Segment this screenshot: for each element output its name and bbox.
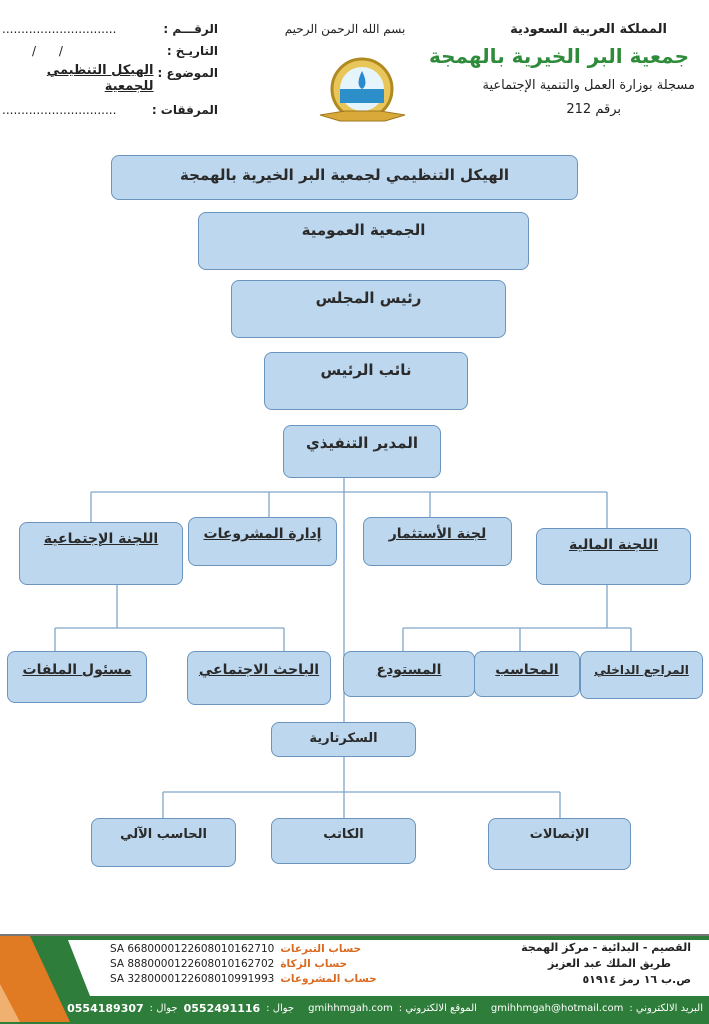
attachments-value: .............................. xyxy=(2,103,117,117)
account-label: حساب المشروعات xyxy=(280,973,377,985)
number-value: .............................. xyxy=(2,22,117,36)
org-name: جمعية البر الخيرية بالهمجة xyxy=(429,44,689,68)
warehouse-box: المستودع xyxy=(343,651,475,697)
account-label: حساب التبرعات xyxy=(280,943,362,955)
investment-committee-label: لجنة الأستثمار xyxy=(388,526,487,542)
website-label: الموقع الالكتروني : xyxy=(398,1003,477,1014)
communications-box: الإتصالات xyxy=(488,818,631,870)
address-line: ص.ب ١٦ رمز ٥١٩١٤ xyxy=(582,973,691,986)
vice-chairman-box: نائب الرئيس xyxy=(264,352,468,410)
number-label: الرقـــم : xyxy=(163,22,218,36)
account-iban: SA 6680000122608010162710 xyxy=(110,943,275,955)
number-row: الرقـــم : .............................… xyxy=(2,22,218,36)
chairman-label: رئيس المجلس xyxy=(315,289,422,307)
investment-committee-box: لجنة الأستثمار xyxy=(363,517,512,566)
registration-text: مسجلة بوزارة العمل والتنمية الإجتماعية xyxy=(482,78,696,93)
mobile-number-1: 0552491116 xyxy=(183,1002,261,1015)
address-line: طريق الملك عبد العزيز xyxy=(547,957,671,970)
subject-row: الموضوع : الهيكل التنظيمي للجمعية xyxy=(2,63,218,95)
projects-management-box: إدارة المشروعات xyxy=(188,517,337,566)
executive-director-box: المدير التنفيذي xyxy=(283,425,441,478)
website-link[interactable]: gmihhmgah.com xyxy=(308,1003,393,1014)
account-row: SA 3280000122608010991993 حساب المشروعات xyxy=(110,972,377,987)
general-assembly-box: الجمعية العمومية xyxy=(198,212,529,270)
account-row: SA 8880000122608010162702 حساب الزكاة xyxy=(110,957,377,972)
email-link[interactable]: gmihhmgah@hotmail.com xyxy=(490,1003,624,1014)
footer: SA 6680000122608010162710 حساب التبرعات S… xyxy=(0,934,709,1024)
accountant-box: المحاسب xyxy=(474,651,580,697)
finance-committee-box: اللجنة المالية xyxy=(536,528,691,585)
mobile-label: جوال : xyxy=(266,1003,295,1014)
address: القصيم - البدائية - مركز الهمجة طريق الم… xyxy=(491,940,691,988)
account-iban: SA 8880000122608010162702 xyxy=(110,958,275,970)
connector-lines xyxy=(54,478,632,818)
contact-bar: البريد الالكتروني : gmihhmgah@hotmail.co… xyxy=(67,1002,703,1015)
subject-label: الموضوع : xyxy=(157,66,218,80)
country-name: المملكة العربية السعودية xyxy=(510,22,667,37)
files-officer-box: مسئول الملفات xyxy=(7,651,147,703)
executive-director-label: المدير التنفيذي xyxy=(305,434,419,452)
org-logo xyxy=(315,55,410,127)
social-committee-label: اللجنة الإجتماعية xyxy=(43,531,159,547)
accountant-label: المحاسب xyxy=(495,662,559,678)
internal-auditor-box: المراجع الداخلي xyxy=(580,651,703,699)
account-row: SA 6680000122608010162710 حساب التبرعات xyxy=(110,942,377,957)
date-row: التاريـخ : / / xyxy=(2,44,218,58)
computer-operator-label: الحاسب الآلي xyxy=(120,827,207,842)
email-label: البريد الالكتروني : xyxy=(629,1003,703,1014)
subject-value: الهيكل التنظيمي للجمعية xyxy=(46,63,154,94)
writer-box: الكاتب xyxy=(271,818,416,864)
chart-title-box: الهيكل التنظيمي لجمعية البر الخيرية باله… xyxy=(111,155,578,200)
secretariat-label: السكرتارية xyxy=(309,731,378,746)
secretariat-box: السكرتارية xyxy=(271,722,416,757)
registration-number: برقم 212 xyxy=(566,102,621,117)
mobile-number-2: 0554189307 xyxy=(67,1002,144,1015)
warehouse-label: المستودع xyxy=(376,662,442,678)
account-label: حساب الزكاة xyxy=(280,958,348,970)
date-value: / / xyxy=(32,44,63,58)
basmala: بسم الله الرحمن الرحيم xyxy=(284,22,406,36)
internal-auditor-label: المراجع الداخلي xyxy=(594,663,689,677)
mobile-label: جوال : xyxy=(149,1003,178,1014)
computer-operator-box: الحاسب الآلي xyxy=(91,818,236,867)
attachments-label: المرفقات : xyxy=(151,103,218,117)
projects-management-label: إدارة المشروعات xyxy=(203,526,322,542)
attachments-row: المرفقات : .............................… xyxy=(2,103,218,117)
social-researcher-box: الباحث الاجتماعي xyxy=(187,651,331,705)
date-label: التاريـخ : xyxy=(166,44,218,58)
files-officer-label: مسئول الملفات xyxy=(22,662,132,678)
address-line: القصيم - البدائية - مركز الهمجة xyxy=(521,941,691,954)
general-assembly-label: الجمعية العمومية xyxy=(301,221,426,239)
bank-accounts: SA 6680000122608010162710 حساب التبرعات S… xyxy=(110,942,377,987)
account-iban: SA 3280000122608010991993 xyxy=(110,973,275,985)
chart-title: الهيكل التنظيمي لجمعية البر الخيرية باله… xyxy=(180,166,509,184)
vice-chairman-label: نائب الرئيس xyxy=(320,361,412,379)
writer-label: الكاتب xyxy=(323,827,364,842)
social-committee-box: اللجنة الإجتماعية xyxy=(19,522,183,585)
communications-label: الإتصالات xyxy=(529,827,590,842)
document-fields: الرقـــم : .............................… xyxy=(2,22,218,125)
footer-background xyxy=(0,934,709,1024)
finance-committee-label: اللجنة المالية xyxy=(568,537,659,553)
chairman-box: رئيس المجلس xyxy=(231,280,506,338)
social-researcher-label: الباحث الاجتماعي xyxy=(198,662,320,678)
